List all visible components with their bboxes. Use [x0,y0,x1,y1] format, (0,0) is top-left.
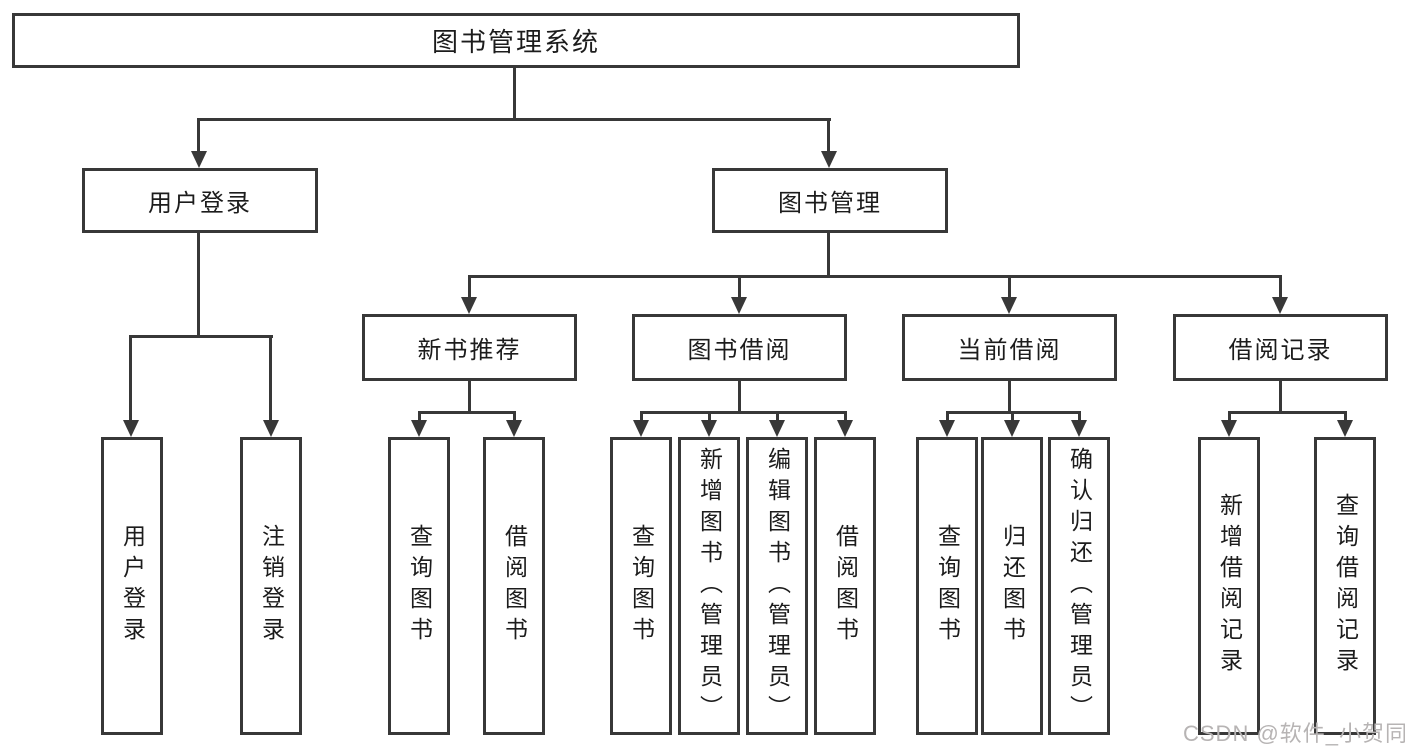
node-book-management-label: 图书管理 [778,190,882,217]
node-new-book-recommend-label: 新书推荐 [417,337,522,364]
leaf-borrow-book-recommend: 借阅图书 [483,437,545,735]
arrowhead [411,420,427,437]
connector [513,67,516,120]
node-new-book-recommend: 新书推荐 [362,314,577,381]
leaf-logout: 注销登录 [240,437,302,735]
connector [468,381,471,414]
connector [1344,411,1347,423]
arrowhead [1272,297,1288,314]
connector [844,411,847,423]
leaf-add-borrow-record-label: 新增借阅记录 [1216,493,1243,679]
leaf-logout-label: 注销登录 [258,524,285,648]
leaf-borrow-book: 借阅图书 [814,437,876,735]
arrowhead [1337,420,1353,437]
leaf-add-borrow-record: 新增借阅记录 [1198,437,1260,735]
leaf-query-book-recommend: 查询图书 [388,437,450,735]
leaf-query-borrow-record-label: 查询借阅记录 [1332,493,1359,679]
leaf-query-book-current-label: 查询图书 [934,524,961,648]
leaf-borrow-book-label: 借阅图书 [832,524,859,648]
arrowhead [1071,420,1087,437]
connector [418,411,516,414]
connector [1279,381,1282,414]
connector [640,411,643,423]
connector [418,411,421,423]
arrowhead [633,420,649,437]
arrowhead [123,420,139,437]
connector [946,411,949,423]
connector [1008,275,1011,300]
arrowhead [769,420,785,437]
csdn-watermark: CSDN @软件_小贺同学 [1183,721,1405,746]
arrowhead [1001,297,1017,314]
connector [1228,411,1347,414]
connector [1011,411,1014,423]
leaf-query-book-recommend-label: 查询图书 [406,524,433,648]
connector [827,118,830,154]
leaf-borrow-book-recommend-label: 借阅图书 [501,524,528,648]
connector [513,411,516,423]
node-borrow-record: 借阅记录 [1173,314,1388,381]
leaf-query-book-borrow-label: 查询图书 [628,524,655,648]
node-root: 图书管理系统 [12,13,1020,68]
connector [468,275,1282,278]
node-current-borrow-label: 当前借阅 [957,337,1062,364]
connector [1008,381,1011,414]
node-book-borrow: 图书借阅 [632,314,847,381]
arrowhead [837,420,853,437]
arrowhead [939,420,955,437]
connector [269,335,272,423]
arrowhead [506,420,522,437]
leaf-user-login: 用户登录 [101,437,163,735]
connector [1279,275,1282,300]
connector [468,275,471,300]
connector [640,411,847,414]
leaf-confirm-return-admin-label: 确认归还（管理员） [1066,446,1093,726]
leaf-query-borrow-record: 查询借阅记录 [1314,437,1376,735]
arrowhead [821,151,837,168]
connector [708,411,711,423]
arrowhead [731,297,747,314]
connector [1228,411,1231,423]
connector [129,335,132,423]
connector [197,233,200,337]
leaf-user-login-label: 用户登录 [119,524,146,648]
node-user-login-label: 用户登录 [148,190,252,217]
leaf-edit-book-admin-label: 编辑图书（管理员） [764,446,791,726]
leaf-return-book-label: 归还图书 [999,524,1026,648]
connector [738,275,741,300]
connector [130,335,273,338]
connector [1078,411,1081,423]
node-book-management: 图书管理 [712,168,948,233]
arrowhead [701,420,717,437]
connector [197,118,200,154]
arrowhead [1004,420,1020,437]
leaf-edit-book-admin: 编辑图书（管理员） [746,437,808,735]
leaf-return-book: 归还图书 [981,437,1043,735]
leaf-add-book-admin: 新增图书（管理员） [678,437,740,735]
leaf-add-book-admin-label: 新增图书（管理员） [696,446,723,726]
node-borrow-record-label: 借阅记录 [1228,337,1333,364]
leaf-confirm-return-admin: 确认归还（管理员） [1048,437,1110,735]
leaf-query-book-borrow: 查询图书 [610,437,672,735]
connector [198,118,831,121]
arrowhead [1221,420,1237,437]
node-user-login: 用户登录 [82,168,318,233]
leaf-query-book-current: 查询图书 [916,437,978,735]
connector [738,381,741,414]
connector [776,411,779,423]
arrowhead [263,420,279,437]
node-book-borrow-label: 图书借阅 [687,337,792,364]
node-current-borrow: 当前借阅 [902,314,1117,381]
node-root-label: 图书管理系统 [431,27,600,57]
arrowhead [461,297,477,314]
arrowhead [191,151,207,168]
connector [827,233,830,277]
